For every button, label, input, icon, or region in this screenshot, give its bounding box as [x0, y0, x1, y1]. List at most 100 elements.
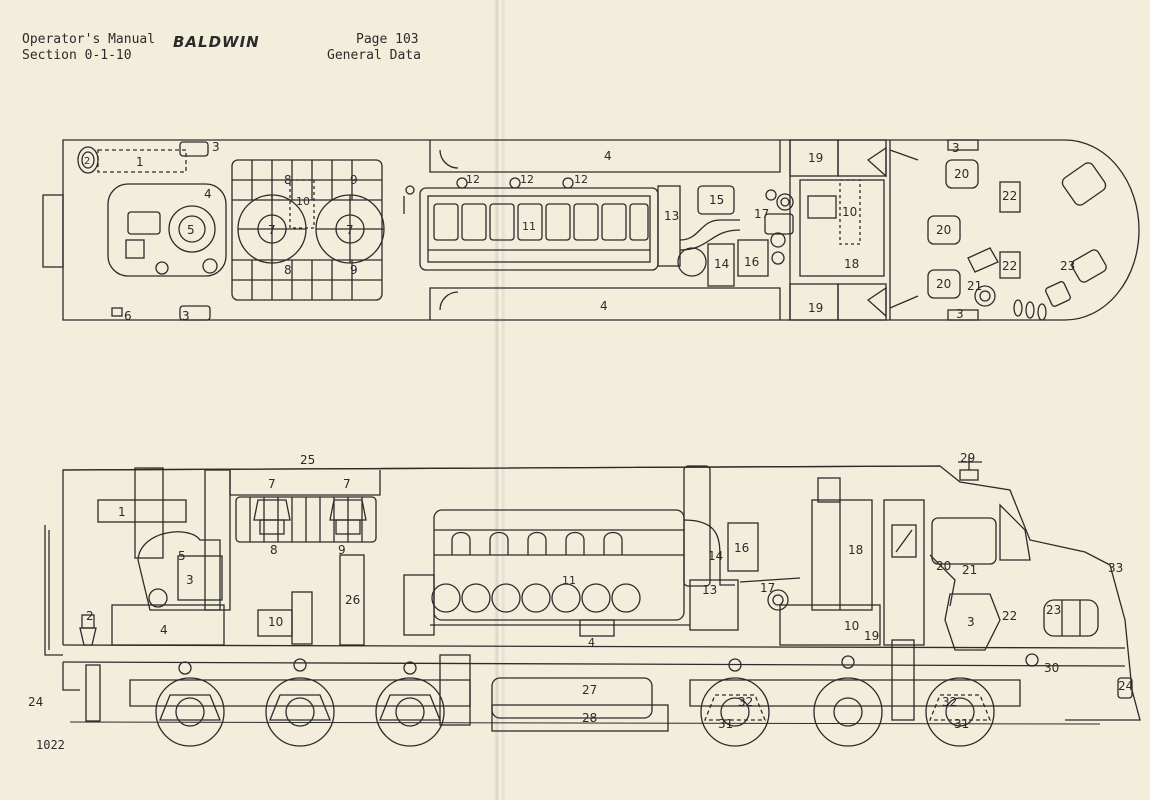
plan-callout-22a: 22 [1002, 189, 1017, 203]
plan-seat-b [927, 215, 961, 245]
plan-callout-4c: 4 [600, 299, 608, 313]
plan-walkway-bottom [429, 287, 781, 320]
plan-callout-12c: 12 [574, 173, 588, 186]
elev-callout-20: 20 [936, 559, 951, 573]
elev-exhaust-stack [683, 465, 711, 587]
plan-rear-coupler-block [42, 194, 64, 268]
plan-callout-11: 11 [522, 220, 536, 233]
elev-callout-29: 29 [960, 451, 975, 465]
plan-callout-3a: 3 [212, 140, 220, 154]
plan-callout-1: 1 [136, 155, 144, 169]
elev-callout-1: 1 [118, 505, 126, 519]
elev-callout-4a: 4 [160, 623, 168, 637]
header-section: Section 0-1-10 [22, 48, 132, 63]
plan-callout-17: 17 [754, 207, 769, 221]
elev-callout-23: 23 [1046, 603, 1061, 617]
header-manual-title: Operator's Manual [22, 32, 156, 47]
plan-callout-4b: 4 [604, 149, 612, 163]
plan-callout-3d: 3 [956, 307, 964, 321]
plan-callout-19b: 19 [808, 301, 823, 315]
elev-cab-window-rear [891, 524, 917, 558]
plan-generator-circle [168, 205, 216, 253]
plan-callout-6: 6 [124, 309, 132, 323]
elev-fan-left [253, 499, 291, 521]
elev-rear-truck [85, 654, 471, 747]
elev-callout-18: 18 [848, 543, 863, 557]
elev-callout-32b: 32 [942, 695, 957, 709]
plan-callout-18: 18 [844, 257, 859, 271]
elev-seat-3 [944, 593, 1001, 651]
page-fold [494, 0, 506, 800]
elev-callout-7b: 7 [343, 477, 351, 491]
elev-callout-31b: 31 [954, 717, 969, 731]
elev-cabinet-18 [811, 499, 873, 611]
plan-diesel-engine [403, 177, 794, 287]
elev-callout-11: 11 [562, 574, 576, 587]
plan-callout-3c: 3 [952, 141, 960, 155]
elev-callout-32a: 32 [738, 695, 753, 709]
plan-callout-9a: 9 [350, 173, 358, 187]
plan-hull-outline [62, 139, 1140, 321]
plan-callout-7b: 7 [346, 223, 354, 237]
plan-callout-10b: 10 [842, 205, 857, 219]
elev-callout-22: 22 [1002, 609, 1017, 623]
elev-callout-14: 14 [708, 549, 723, 563]
plan-callout-14: 14 [714, 257, 729, 271]
elev-callout-4b: 4 [588, 636, 595, 649]
plan-callout-20a: 20 [954, 167, 969, 181]
plan-callout-5: 5 [187, 223, 195, 237]
elev-callout-25: 25 [300, 453, 315, 467]
elev-callout-2: 2 [86, 609, 94, 623]
plan-generator-area [107, 183, 227, 277]
plan-view [42, 139, 1140, 321]
header-section-title: General Data [327, 48, 421, 63]
elev-callout-9: 9 [338, 543, 346, 557]
elevation-callout-labels: 1 2 3 3 4 4 5 7 7 8 9 10 10 11 13 14 16 … [28, 451, 1133, 731]
plan-callout-19a: 19 [808, 151, 823, 165]
plan-callout-9b: 9 [350, 263, 358, 277]
elev-callout-13: 13 [702, 583, 717, 597]
elev-callout-26: 26 [345, 593, 360, 607]
plan-callout-20b: 20 [936, 223, 951, 237]
elev-battery-box [111, 604, 225, 646]
elev-body-outline [62, 465, 1141, 721]
elev-callout-28: 28 [582, 711, 597, 725]
elev-nose-cylinders [1043, 599, 1099, 637]
elev-callout-5: 5 [178, 549, 186, 563]
plan-callout-20c: 20 [936, 277, 951, 291]
plan-seat-a [945, 159, 979, 189]
plan-callout-12a: 12 [466, 173, 480, 186]
elev-callout-8: 8 [270, 543, 278, 557]
elev-cabinet-26 [339, 554, 365, 646]
elev-callout-3a: 3 [186, 573, 194, 587]
plan-callout-10a: 10 [296, 195, 310, 208]
elev-callout-19: 19 [864, 629, 879, 643]
plan-callout-21: 21 [967, 279, 982, 293]
plan-callout-15: 15 [709, 193, 724, 207]
plan-radiator-group [231, 159, 385, 301]
plan-callout-4a: 4 [204, 187, 212, 201]
elev-fuel-tank [491, 677, 653, 719]
plan-callout-8b: 8 [284, 263, 292, 277]
elev-callout-21: 21 [962, 563, 977, 577]
elev-cab-windshield [931, 517, 997, 565]
plan-callout-13: 13 [664, 209, 679, 223]
elev-callout-24a: 24 [28, 695, 43, 709]
elev-handbrake-box [97, 499, 187, 523]
plan-callout-3b: 3 [182, 309, 190, 323]
elev-callout-17: 17 [760, 581, 775, 595]
plan-control-stand [799, 179, 885, 277]
plan-callout-22b: 22 [1002, 259, 1017, 273]
plan-brake-valve [974, 285, 996, 307]
elev-callout-24b: 24 [1118, 679, 1133, 693]
elev-roof [62, 465, 941, 471]
elev-front-truck [689, 639, 1021, 747]
plan-callout-labels: 1 2 3 3 3 3 4 4 4 5 6 7 7 8 8 9 9 10 10 … [84, 140, 1075, 323]
plan-callout-16: 16 [744, 255, 759, 269]
elev-callout-7a: 7 [268, 477, 276, 491]
plan-seat-c [927, 269, 961, 299]
elev-callout-3b: 3 [967, 615, 975, 629]
elev-box-16 [727, 522, 759, 572]
elev-callout-30: 30 [1044, 661, 1059, 675]
